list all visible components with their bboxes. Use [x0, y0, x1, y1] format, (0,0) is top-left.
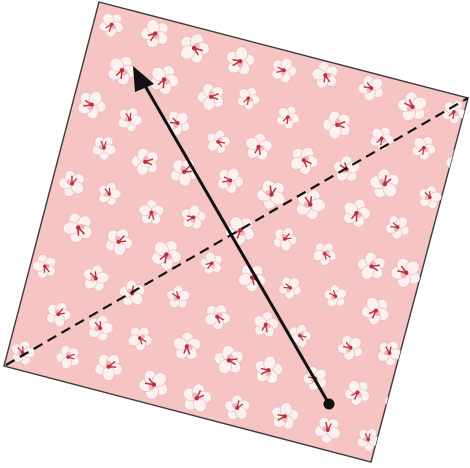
arrow-start-dot: [324, 399, 335, 410]
blossom-motif: [409, 308, 439, 338]
blossom-motif: [433, 226, 459, 253]
